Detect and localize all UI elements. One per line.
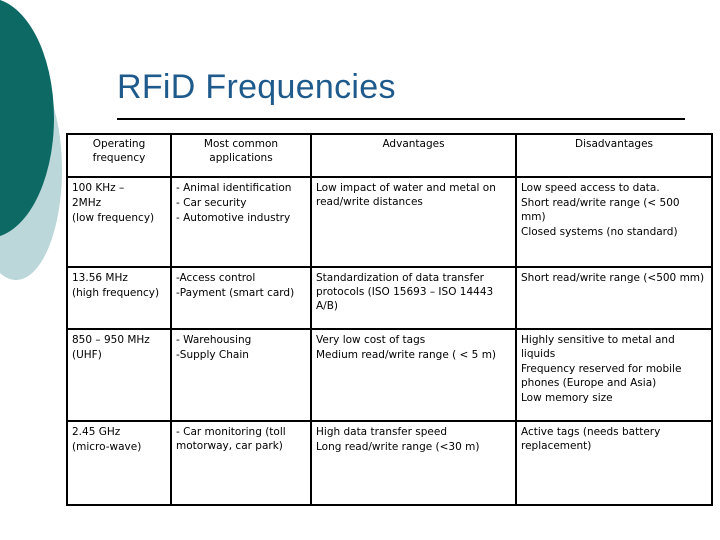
applications-cell: - Car monitoring (toll motorway, car par… [170,420,312,506]
title-underline [117,118,685,120]
disadvantages-cell: Active tags (needs battery replacement) [515,420,713,506]
cell-line: 2MHz [72,197,102,209]
decorative-circles [0,0,80,540]
cell-line: Frequency reserved for mobile phones (Eu… [521,363,682,389]
header-advantages: Advantages [310,133,517,178]
cell-line: (high frequency) [72,287,160,299]
disadvantages-cell: Highly sensitive to metal and liquids Fr… [515,328,713,422]
frequency-cell: 850 – 950 MHz (UHF) [66,328,172,422]
cell-line: 100 KHz – [72,182,125,194]
rfid-frequency-table: Operating frequency Most common applicat… [66,133,713,506]
header-applications: Most common applications [170,133,312,178]
cell-line: Low speed access to data. [521,182,660,194]
cell-line: Long read/write range (<30 m) [316,441,480,453]
slide-title: RFiD Frequencies [117,68,396,106]
frequency-cell: 100 KHz – 2MHz (low frequency) [66,176,172,268]
advantages-cell: Standardization of data transfer protoco… [310,266,517,330]
cell-line: (UHF) [72,349,102,361]
cell-line: - Automotive industry [176,212,291,224]
cell-line: Short read/write range (<500 mm) [521,272,705,284]
cell-line: 13.56 MHz [72,272,128,284]
cell-line: 2.45 GHz [72,426,121,438]
cell-line: Highly sensitive to metal and liquids [521,334,675,360]
cell-line: Active tags (needs battery replacement) [521,426,661,452]
cell-line: High data transfer speed [316,426,447,438]
advantages-cell: Very low cost of tags Medium read/write … [310,328,517,422]
cell-line: - Animal identification [176,182,292,194]
cell-line: Very low cost of tags [316,334,426,346]
disadvantages-cell: Short read/write range (<500 mm) [515,266,713,330]
cell-line: Low impact of water and metal on read/wr… [316,182,496,208]
cell-line: -Payment (smart card) [176,287,295,299]
cell-line: -Access control [176,272,256,284]
cell-line: - Warehousing [176,334,252,346]
disadvantages-cell: Low speed access to data. Short read/wri… [515,176,713,268]
cell-line: Closed systems (no standard) [521,226,678,238]
cell-line: Low memory size [521,392,613,404]
cell-line: Standardization of data transfer protoco… [316,272,494,312]
advantages-cell: High data transfer speed Long read/write… [310,420,517,506]
frequency-cell: 13.56 MHz (high frequency) [66,266,172,330]
table-row: 2.45 GHz (micro-wave) - Car monitoring (… [66,420,713,506]
applications-cell: - Animal identification - Car security -… [170,176,312,268]
applications-cell: -Access control -Payment (smart card) [170,266,312,330]
table-row: 100 KHz – 2MHz (low frequency) - Animal … [66,176,713,268]
cell-line: - Car security [176,197,247,209]
frequency-cell: 2.45 GHz (micro-wave) [66,420,172,506]
cell-line: Medium read/write range ( < 5 m) [316,349,497,361]
cell-line: (low frequency) [72,212,155,224]
cell-line: (micro-wave) [72,441,142,453]
cell-line: Short read/write range (< 500 mm) [521,197,680,223]
header-operating-frequency: Operating frequency [66,133,172,178]
table-row: 850 – 950 MHz (UHF) - Warehousing -Suppl… [66,328,713,422]
applications-cell: - Warehousing -Supply Chain [170,328,312,422]
header-disadvantages: Disadvantages [515,133,713,178]
cell-line: 850 – 950 MHz [72,334,150,346]
table-row: 13.56 MHz (high frequency) -Access contr… [66,266,713,330]
advantages-cell: Low impact of water and metal on read/wr… [310,176,517,268]
table-header-row: Operating frequency Most common applicat… [66,133,713,178]
cell-line: - Car monitoring (toll motorway, car par… [176,426,286,452]
cell-line: -Supply Chain [176,349,249,361]
